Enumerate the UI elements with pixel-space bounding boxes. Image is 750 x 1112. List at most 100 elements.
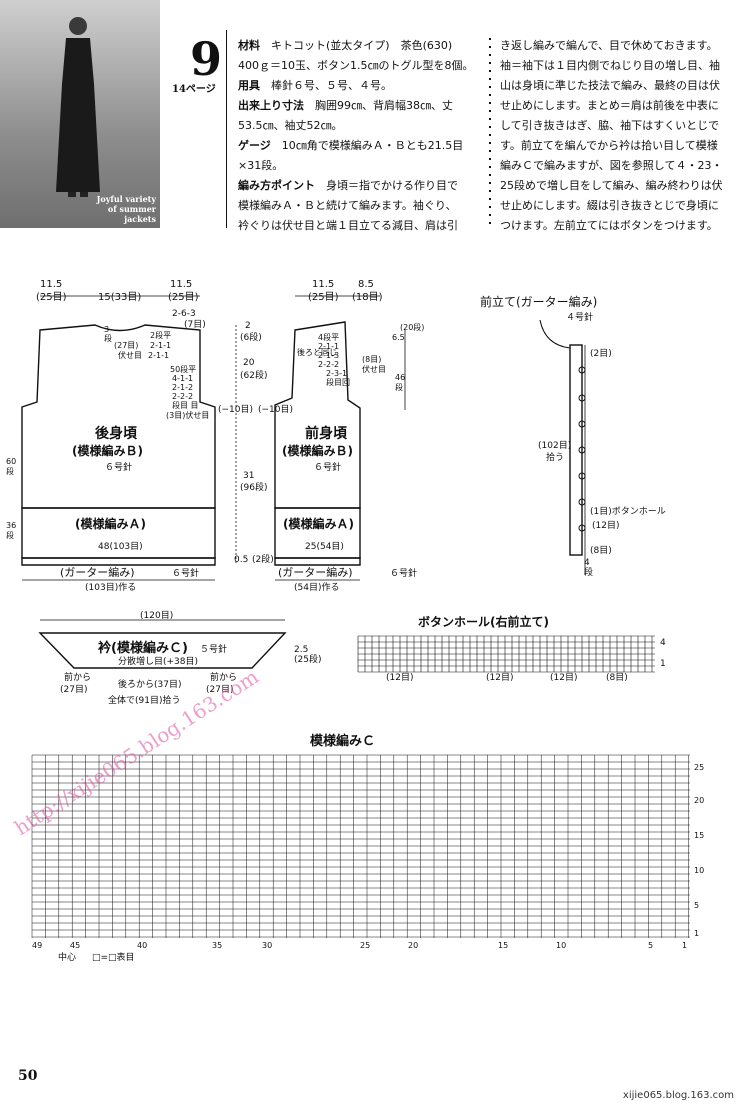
front-pattern: (模様編みＢ) <box>282 443 353 458</box>
back-neck-bind-2: 伏せ目 <box>118 350 142 360</box>
front-neck-6: 段目回 <box>326 377 350 387</box>
heading-gauge: ゲージ <box>238 139 271 152</box>
gauge-line-2: ×31段。 <box>238 159 284 172</box>
back-side-rows: 60 <box>6 457 16 466</box>
size-line-2: 53.5㎝、袖丈52㎝。 <box>238 119 343 132</box>
front-depth-rows: (20段) <box>400 322 424 332</box>
front-width-1-sts: (25目) <box>308 292 339 303</box>
pattern-number: 9 <box>190 32 223 86</box>
front-band-top: (2目) <box>590 348 612 359</box>
buttonhole-chart-title: ボタンホール(右前立て) <box>418 614 549 629</box>
back-neck-width: 15(33目) <box>98 292 141 303</box>
front-depth: 6.5 <box>392 333 405 342</box>
buttonhole-spacing-3: (12目) <box>550 672 577 683</box>
back-garter: (ガーター編み) <box>60 565 135 579</box>
back-neck-rows-b: 段 <box>104 333 112 343</box>
back-band: (模様編みＡ) <box>75 516 146 531</box>
col-label: 15 <box>498 941 508 950</box>
text-line: 編みＣで編みますが、図を参照して４・23・ <box>500 159 723 172</box>
front-minus: (−10目) <box>258 404 293 415</box>
dim-lower-rows: (96段) <box>240 481 267 493</box>
instructions-column-1: 材料 キトコット(並太タイプ) 茶色(630) 400ｇ＝10玉、ボタン1.5㎝… <box>238 36 478 236</box>
back-minus: (−10目) <box>218 404 253 415</box>
pattern-c-row-labels: 25 20 15 10 5 1 <box>694 763 704 938</box>
front-neck-4: 2-2-2 <box>318 360 339 369</box>
buttonhole-grid <box>357 635 655 673</box>
method-line: 編み方ポイント 身頃＝指でかける作り目で <box>238 179 458 192</box>
pattern-c-title: 模様編みＣ <box>310 733 375 749</box>
back-neck-rows-a: 3 <box>104 325 109 334</box>
front-cast-on: (54目)作る <box>294 581 339 593</box>
buttonhole-spacing-4: (8目) <box>606 672 628 683</box>
front-neck-bind: (8目) <box>362 355 381 364</box>
row-label: 15 <box>694 831 704 840</box>
front-needle: ６号針 <box>314 461 341 473</box>
page-reference: 14ページ <box>172 84 216 95</box>
back-side-unit: 段 <box>6 466 14 476</box>
front-band-leader <box>539 319 571 349</box>
text-line: 25段めで増し目をして編み、編み終わりは伏 <box>500 179 723 192</box>
col-label: 1 <box>682 941 687 950</box>
materials-line-2: 400ｇ＝10玉、ボタン1.5㎝のトグル型を8個。 <box>238 59 474 72</box>
collar-front-left-sts: (27目) <box>60 684 87 695</box>
front-band-spacing: (12目) <box>592 520 619 531</box>
back-band-rows: 36 <box>6 521 16 530</box>
same-as-back: 後ろと同じ <box>297 347 337 357</box>
col-label: 40 <box>137 941 147 950</box>
heading-materials: 材料 <box>238 39 260 52</box>
pattern-c-col-labels: 49 45 40 35 30 25 20 15 10 5 1 <box>32 941 687 950</box>
front-band-rows: 4 <box>584 558 590 568</box>
buttonhole-spacing-1: (12目) <box>386 672 413 683</box>
text-line: せ止めにします。まとめ＝肩は前後を中表に <box>500 99 719 112</box>
row-label: 25 <box>694 763 704 772</box>
pattern-c-grid <box>31 754 690 938</box>
method-line-3: 衿ぐりは伏せ目と端１目立てる減目、肩は引 <box>238 219 458 232</box>
front-width-1: 11.5 <box>312 279 334 290</box>
footer-site: xijie065.blog.163.com <box>622 1090 734 1101</box>
front-band-holes <box>578 366 586 532</box>
instructions-column-2: き返し編みで編んで、目で休めておきます。 袖＝袖下は１目内側でねじり目の増し目、… <box>500 36 738 236</box>
front-garter-needle: ６号針 <box>390 567 417 579</box>
buttonhole-row-top: 4 <box>660 638 666 648</box>
heading-method: 編み方ポイント <box>238 179 315 192</box>
front-band-bottom: (8目) <box>590 545 612 556</box>
gauge-line: ゲージ 10㎝角で模様編みＡ・Ｂとも21.5目 <box>238 139 464 152</box>
text-line: 山は身頃に準じた技法で編み、最終の目は伏 <box>500 79 720 92</box>
front-neck-2: 2-1-1 <box>318 342 339 351</box>
col-label: 45 <box>70 941 80 950</box>
collar-from-back: 後ろから(37目) <box>118 678 181 690</box>
dim-body-rows: (62段) <box>240 369 267 381</box>
dim-hem: 0.5 <box>234 555 248 565</box>
col-label: 5 <box>648 941 653 950</box>
size-line: 出来上り寸法 胸囲99㎝、背肩幅38㎝、丈 <box>238 99 453 112</box>
row-label: 1 <box>694 929 699 938</box>
front-band-buttonhole: (1目)ボタンホール <box>590 506 666 517</box>
collar-total: 全体で(91目)拾う <box>108 694 180 706</box>
back-width-2: 11.5 <box>170 279 192 290</box>
front-band-strip <box>569 344 583 556</box>
col-label: 35 <box>212 941 222 950</box>
front-band-pick: 拾う <box>546 451 564 463</box>
front-title: 前身頃 <box>305 425 348 442</box>
collar-width: (120目) <box>140 610 173 621</box>
back-arm-5: 段目 目 <box>172 400 199 410</box>
back-neck-bind: (27目) <box>114 341 138 350</box>
photo-caption: Joyful variety of summer jackets <box>96 194 156 224</box>
text-line: せ止めにします。綴は引き抜きとじで身頃に <box>500 199 719 212</box>
back-arm-4: 2-2-2 <box>172 392 193 401</box>
pattern-c-legend: □=□表目 <box>92 951 135 963</box>
back-title: 後身頃 <box>95 425 138 442</box>
front-neck-3: 2-1-3 <box>318 351 339 360</box>
buttonhole-row-bottom: 1 <box>660 659 666 669</box>
front-garter-outline <box>274 557 361 566</box>
row-label: 20 <box>694 796 704 805</box>
back-shoulder-shaping: 2-6-3 <box>172 309 196 319</box>
dim-armhole: 2 <box>245 321 251 331</box>
back-shoulder-sts: (7目) <box>184 319 206 330</box>
pattern-c-center: 中心 <box>58 951 76 963</box>
collar-outline <box>38 632 287 669</box>
collar-title: 衿(模様編みＣ) <box>98 640 188 656</box>
front-side-rows: 46 <box>395 373 405 382</box>
heading-size: 出来上り寸法 <box>238 99 304 112</box>
